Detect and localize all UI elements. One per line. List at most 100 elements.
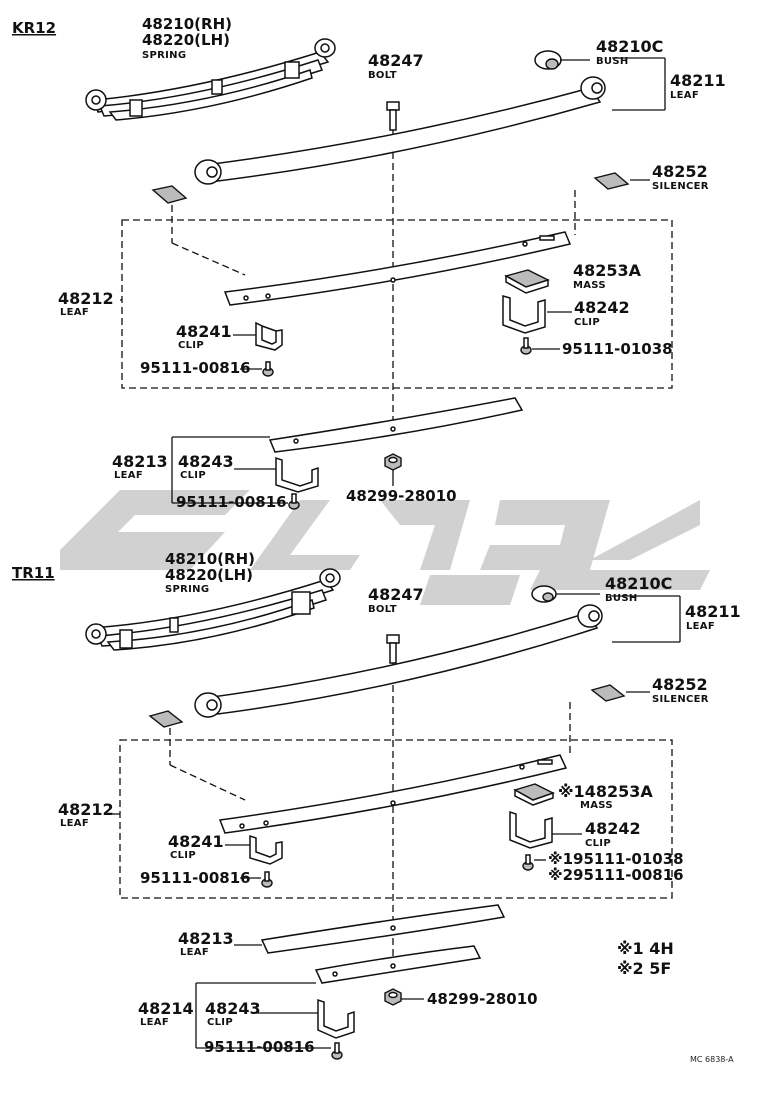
bush-part-number: 48210C (596, 37, 663, 56)
drawing-code: MC 6838-A (690, 1055, 734, 1064)
third-leaf-icon[interactable] (260, 904, 506, 954)
leaf-group-box (121, 219, 673, 389)
spring-part-number-lh: 48220(LH) (142, 31, 230, 49)
nut-icon[interactable] (384, 453, 402, 471)
bolt-name: BOLT (368, 70, 397, 81)
clip-right-name: CLIP (585, 838, 611, 849)
spring-name: SPRING (165, 584, 209, 595)
center-bolt-icon[interactable] (386, 101, 400, 131)
clip-right-icon[interactable] (509, 810, 553, 849)
section-title: TR11 (12, 564, 55, 582)
bolt-left-icon[interactable] (261, 871, 273, 888)
bolt-right-part-number: 95111-01038 (562, 340, 673, 358)
leaf-group-box (119, 739, 673, 899)
bolt-left-part-number: 95111-00816 (140, 359, 251, 377)
bolt-left-part-number: 95111-00816 (140, 869, 251, 887)
spring-assembly-icon[interactable] (85, 568, 341, 651)
main-leaf-icon[interactable] (194, 76, 606, 185)
main-leaf-name: LEAF (686, 621, 715, 632)
third-leaf-part-number: 48213 (112, 452, 168, 471)
bolt-right-part-number: ※195111-01038 (548, 850, 684, 868)
bush-name: BUSH (605, 593, 638, 604)
clip-third-name: CLIP (180, 470, 206, 481)
bolt-right-alt-part-number: ※295111-00816 (548, 866, 684, 884)
second-leaf-part-number: 48212 (58, 800, 114, 819)
third-leaf-name: LEAF (114, 470, 143, 481)
section-tr11: TR11 48210(RH) 48220(LH) SPRING 48247 BO… (12, 550, 741, 1060)
bolt-third-part-number: 95111-00816 (176, 493, 287, 511)
mass-icon[interactable] (504, 269, 550, 294)
second-leaf-part-number: 48212 (58, 289, 114, 308)
bolt-part-number: 48247 (368, 51, 424, 70)
bolt-name: BOLT (368, 604, 397, 615)
section-kr12: KR12 48210(RH) 48220(LH) SPRING 48247 BO… (12, 15, 726, 511)
silencer-right-icon[interactable] (590, 684, 626, 702)
silencer-part-number: 48252 (652, 675, 708, 694)
clip-third-part-number: 48243 (205, 999, 261, 1018)
clip-left-icon[interactable] (249, 834, 283, 865)
main-leaf-icon[interactable] (194, 604, 603, 718)
clip-third-part-number: 48243 (178, 452, 234, 471)
clip-right-name: CLIP (574, 317, 600, 328)
third-leaf-icon[interactable] (268, 397, 524, 453)
mass-part-number: 48253A (573, 261, 642, 280)
bolt-third-part-number: 95111-00816 (204, 1038, 315, 1056)
mass-name: MASS (573, 280, 606, 291)
spring-part-number-lh: 48220(LH) (165, 566, 253, 584)
bolt-right-icon[interactable] (520, 337, 532, 355)
section-title: KR12 (12, 19, 56, 37)
spring-part-number: 48210(RH) (142, 15, 232, 33)
clip-left-part-number: 48241 (168, 832, 224, 851)
mass-part-number: ※148253A (558, 782, 653, 801)
silencer-part-number: 48252 (652, 162, 708, 181)
clip-third-icon[interactable] (317, 998, 355, 1039)
clip-right-icon[interactable] (502, 295, 546, 334)
silencer-left-icon[interactable] (148, 710, 184, 728)
second-leaf-icon[interactable] (218, 754, 568, 834)
nut-part-number: 48299-28010 (427, 990, 538, 1008)
clip-third-name: CLIP (207, 1017, 233, 1028)
clip-left-name: CLIP (170, 850, 196, 861)
spring-assembly-icon[interactable] (85, 38, 336, 121)
clip-right-part-number: 48242 (574, 298, 630, 317)
second-leaf-name: LEAF (60, 818, 89, 829)
silencer-left-icon[interactable] (151, 185, 188, 204)
silencer-name: SILENCER (652, 181, 709, 192)
clip-right-part-number: 48242 (585, 819, 641, 838)
mass-icon[interactable] (513, 783, 555, 806)
third-leaf-part-number: 48213 (178, 929, 234, 948)
note-1: ※1 4H (617, 939, 674, 958)
mass-name: MASS (580, 800, 613, 811)
clip-left-name: CLIP (178, 340, 204, 351)
bush-icon[interactable] (534, 50, 562, 70)
bolt-left-icon[interactable] (262, 361, 274, 377)
bolt-third-icon[interactable] (331, 1042, 343, 1060)
bolt-part-number: 48247 (368, 585, 424, 604)
fourth-leaf-icon[interactable] (314, 945, 482, 984)
second-leaf-icon[interactable] (223, 231, 572, 306)
clip-left-icon[interactable] (255, 321, 283, 351)
bolt-right-icon[interactable] (522, 854, 534, 871)
second-leaf-name: LEAF (60, 307, 89, 318)
fourth-leaf-part-number: 48214 (138, 999, 194, 1018)
spring-part-number: 48210(RH) (165, 550, 255, 568)
nut-part-number: 48299-28010 (346, 487, 457, 505)
main-leaf-part-number: 48211 (685, 602, 741, 621)
silencer-right-icon[interactable] (593, 172, 630, 190)
clip-left-part-number: 48241 (176, 322, 232, 341)
third-leaf-name: LEAF (180, 947, 209, 958)
note-2: ※2 5F (617, 959, 671, 978)
clip-third-icon[interactable] (275, 456, 319, 493)
nut-icon[interactable] (384, 988, 402, 1006)
main-leaf-name: LEAF (670, 90, 699, 101)
watermark-logo (60, 490, 710, 605)
bush-icon[interactable] (531, 585, 557, 603)
bush-name: BUSH (596, 56, 629, 67)
fourth-leaf-name: LEAF (140, 1017, 169, 1028)
bolt-third-icon[interactable] (288, 493, 300, 510)
silencer-name: SILENCER (652, 694, 709, 705)
spring-name: SPRING (142, 50, 186, 61)
center-bolt-icon[interactable] (386, 634, 400, 664)
main-leaf-part-number: 48211 (670, 71, 726, 90)
